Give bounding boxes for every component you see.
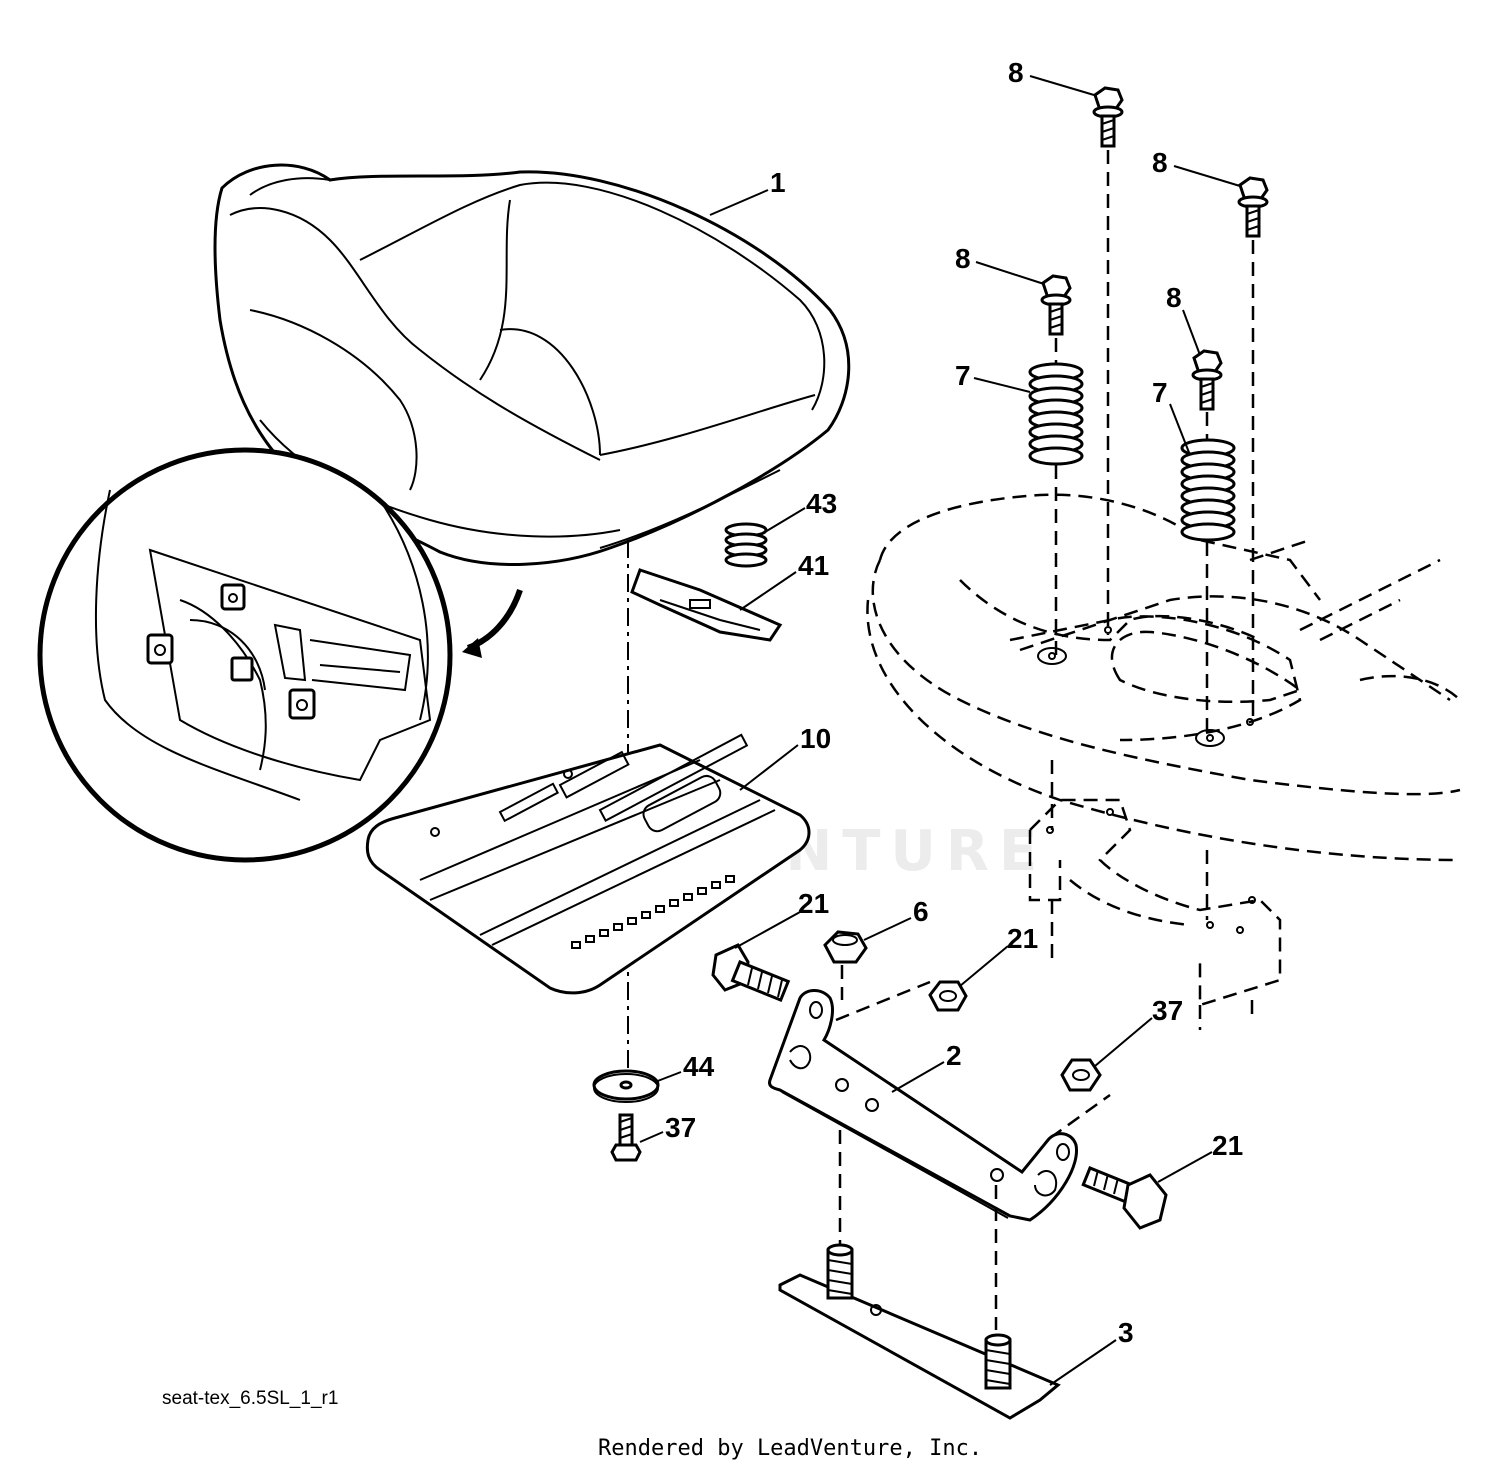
screw-8-d <box>1191 349 1223 411</box>
callout-37-a: 21 <box>1007 923 1038 954</box>
stud-left <box>826 1243 854 1300</box>
stud-right <box>984 1333 1012 1390</box>
callout-8-a: 8 <box>1008 57 1024 88</box>
callout-8-d: 8 <box>1166 282 1182 313</box>
callout-44: 44 <box>683 1051 715 1082</box>
callout-7-right: 7 <box>1152 377 1168 408</box>
spring-left <box>1028 362 1084 466</box>
callout-43: 37 <box>665 1112 696 1143</box>
screw-8-c <box>1040 274 1072 336</box>
callout-41: 43 <box>806 488 837 519</box>
spring-right <box>1180 438 1236 542</box>
callout-21-right-label: 21 <box>1212 1130 1243 1161</box>
callout-37-b: 37 <box>1152 995 1183 1026</box>
detail-view <box>37 447 523 863</box>
bolt-right <box>1081 1166 1168 1230</box>
seat-pan <box>365 733 811 995</box>
callout-8-b: 8 <box>1152 147 1168 178</box>
bottom-plate <box>778 1243 1061 1420</box>
callout-3: 3 <box>1118 1317 1134 1348</box>
callout-40: 41 <box>798 550 829 581</box>
callout-10: 10 <box>800 723 831 754</box>
callout-21-left: 21 <box>798 888 829 919</box>
washer <box>592 1069 660 1103</box>
rear-bracket-outline <box>1028 798 1282 1030</box>
bolt-left <box>711 943 791 1002</box>
bracket <box>768 989 1078 1222</box>
seat-drawing <box>213 163 851 566</box>
nut-37-b <box>1060 1058 1102 1092</box>
nut-37-a <box>928 980 968 1012</box>
slot-row-1 <box>571 875 735 949</box>
callout-8-c: 8 <box>955 243 971 274</box>
clip <box>630 568 783 642</box>
mower-deck-outline <box>866 493 1461 862</box>
callout-6: 6 <box>913 896 929 927</box>
screw-8-b <box>1237 176 1269 238</box>
screw-43 <box>610 1113 642 1162</box>
nut-6 <box>823 930 868 964</box>
screw-8-a <box>1092 86 1124 148</box>
callout-2: 2 <box>946 1040 962 1071</box>
footer-credit: Rendered by LeadVenture, Inc. <box>598 1436 982 1461</box>
callout-1: 1 <box>770 167 786 198</box>
drawing-code: seat-tex_6.5SL_1_r1 <box>162 1388 338 1409</box>
small-spring <box>724 522 768 568</box>
callout-7-left: 7 <box>955 360 971 391</box>
